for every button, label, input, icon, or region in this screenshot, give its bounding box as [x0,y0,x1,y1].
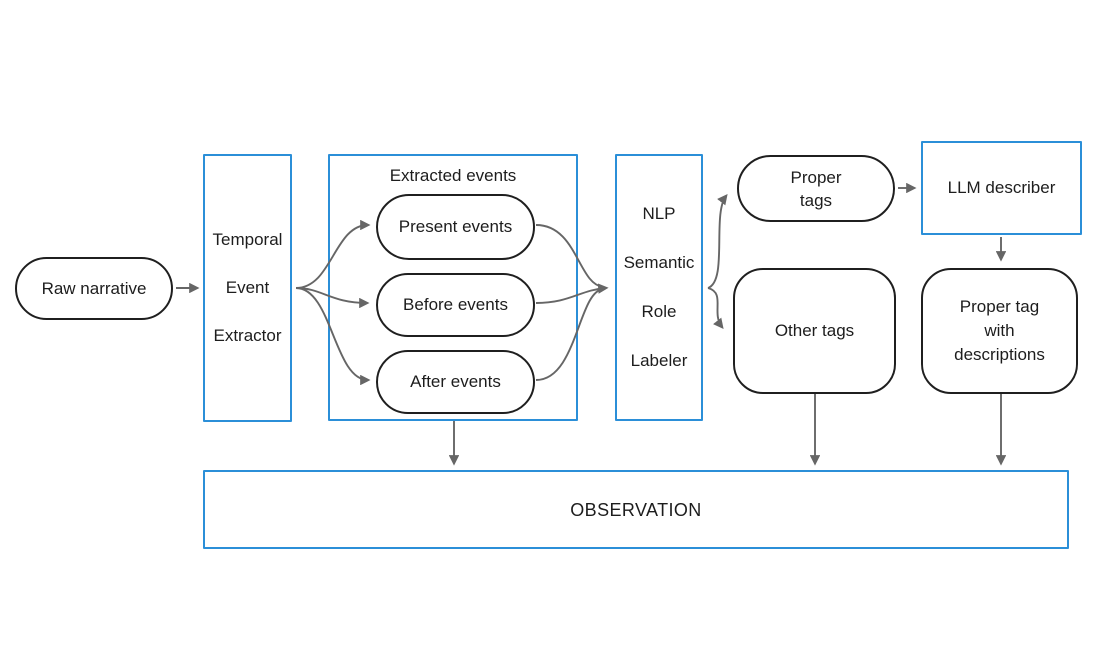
node-before-events-label: Before events [403,295,508,314]
node-after-events-label: After events [410,372,501,391]
node-present-events-label: Present events [398,217,513,236]
node-raw-narrative: Raw narrative [15,257,173,320]
edge-nlp-to-proper-tags [707,193,728,289]
node-proper-tags-line-1: Proper [790,167,842,187]
node-llm-describer: LLM describer [921,141,1082,235]
node-proper-tags-line-2: tags [799,190,833,210]
node-temporal-line-1: Temporal [212,230,283,249]
node-nlp-line-3: Role [641,302,677,321]
group-extracted-events: Extracted events Present events Before e… [328,154,578,421]
node-after-events: After events [376,350,535,414]
node-temporal-line-3: Extractor [213,326,282,345]
node-temporal-event-extractor: Temporal Event Extractor [203,154,292,422]
node-temporal-line-2: Event [225,278,270,297]
node-other-tags-label: Other tags [774,321,855,340]
node-nlp-line-1: NLP [642,204,676,223]
node-present-events: Present events [376,194,535,260]
group-extracted-events-title: Extracted events [389,166,517,185]
node-before-events: Before events [376,273,535,337]
node-nlp-line-2: Semantic [623,253,695,272]
node-observation: OBSERVATION [203,470,1069,549]
node-proper-desc-line-3: descriptions [954,345,1045,364]
node-proper-desc-line-1: Proper tag [959,297,1040,316]
node-proper-tag-with-descriptions: Proper tag with descriptions [921,268,1078,394]
node-nlp-semantic-role-labeler: NLP Semantic Role Labeler [615,154,703,421]
node-proper-desc-line-2: with [984,321,1015,340]
node-raw-narrative-label: Raw narrative [41,278,147,298]
node-llm-describer-label: LLM describer [947,178,1056,197]
node-proper-tags: Proper tags [737,155,895,222]
node-nlp-line-4: Labeler [630,351,688,370]
edge-nlp-to-other-tags [707,287,724,330]
node-observation-label: OBSERVATION [570,499,702,520]
node-other-tags: Other tags [733,268,896,394]
